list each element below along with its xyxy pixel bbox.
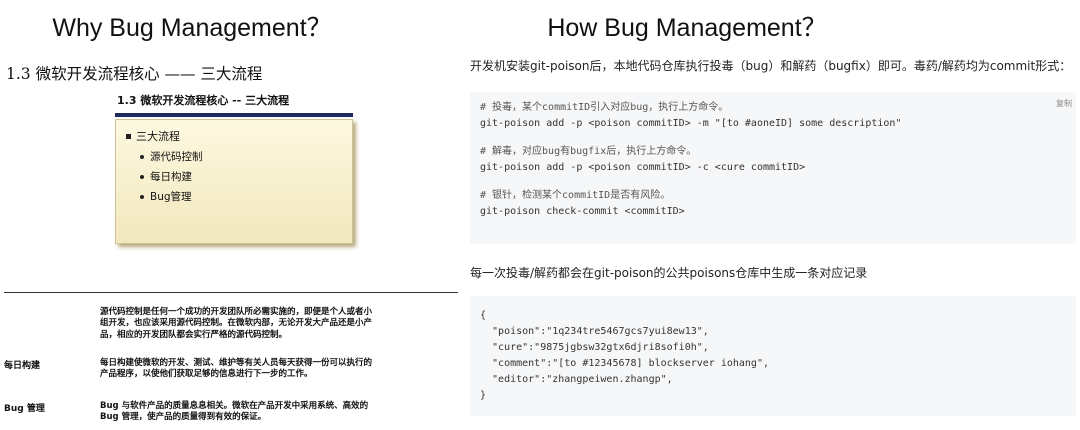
slide-sub-label: 源代码控制 xyxy=(150,151,203,163)
right-panel: How Bug Management？ 开发机安装git-poison后，本地代… xyxy=(462,0,1080,430)
slide-image: 1.3 微软开发流程核心 -- 三大流程 三大流程 源代码控制 每日构建 Bug… xyxy=(115,92,353,250)
code-block-commands[interactable]: 复制 # 投毒，某个commitID引入对应bug，执行上方命令。 git-po… xyxy=(470,92,1076,244)
slide-sub-label: Bug管理 xyxy=(150,191,192,203)
definition-term: 每日构建 xyxy=(4,361,41,371)
intro-text: 开发机安装git-poison后，本地代码仓库执行投毒（bug）和解药（bugf… xyxy=(470,59,1072,73)
dot-bullet-icon xyxy=(140,174,144,179)
json-line: "editor":"zhangpeiwen.zhangp", xyxy=(480,374,673,385)
slide-sub-item: 每日构建 xyxy=(126,169,342,184)
panel-title-how: How Bug Management？ xyxy=(547,14,827,42)
json-line: "comment":"[to #12345678] blockserver io… xyxy=(480,358,769,369)
code-comment: # 银针，检测某个commitID是否有风险。 xyxy=(480,190,671,201)
dot-bullet-icon xyxy=(140,194,144,199)
slide-title-bar xyxy=(115,113,353,117)
copy-button[interactable]: 复制 xyxy=(1056,99,1072,108)
code-block-json[interactable]: { "poison":"1q234tre5467gcs7yui8ew13", "… xyxy=(470,296,1076,416)
json-line: "poison":"1q234tre5467gcs7yui8ew13", xyxy=(480,326,709,337)
json-line: { xyxy=(480,310,487,321)
slide-sub-item: 源代码控制 xyxy=(126,149,342,164)
definition-text: Bug 与软件产品的质量息息相关。微软在产品开发中采用系统、高效的 Bug 管理… xyxy=(100,401,369,423)
slide-sub-item: Bug管理 xyxy=(126,189,342,204)
code-comment: # 解毒，对应bug有bugfix后，执行上方命令。 xyxy=(480,146,697,157)
code-spacer xyxy=(480,176,1066,188)
code-comment: # 投毒，某个commitID引入对应bug，执行上方命令。 xyxy=(480,102,729,113)
definition-term: Bug 管理 xyxy=(4,404,45,414)
record-description: 每一次投毒/解药都会在git-poison的公共poisons仓库中生成一条对应… xyxy=(470,266,868,280)
left-panel: Why Bug Management？ 1.3 微软开发流程核心 —— 三大流程… xyxy=(0,0,460,430)
json-line: "cure":"9875jgbsw32gtx6djri8sofi0h", xyxy=(480,342,709,353)
slide-content-box: 三大流程 源代码控制 每日构建 Bug管理 xyxy=(115,119,353,244)
dot-bullet-icon xyxy=(140,154,144,159)
definition-text: 每日构建使微软的开发、测试、维护等有关人员每天获得一份可以执行的产品程序，以使他… xyxy=(100,358,373,380)
code-line: git-poison add -p <poison commitID> -m "… xyxy=(480,118,902,129)
square-bullet-icon xyxy=(126,133,131,139)
code-spacer xyxy=(480,132,1066,144)
panel-title-why: Why Bug Management？ xyxy=(52,14,332,42)
code-line: git-poison add -p <poison commitID> -c <… xyxy=(480,162,806,173)
section-heading: 1.3 微软开发流程核心 —— 三大流程 xyxy=(6,65,263,83)
json-line: } xyxy=(480,390,487,401)
divider xyxy=(4,292,458,293)
slide-main-item: 三大流程 xyxy=(126,128,342,144)
definition-text: 源代码控制是任何一个成功的开发团队所必需实施的，即便是个人或者小组开发，也应该采… xyxy=(100,307,373,340)
slide-title: 1.3 微软开发流程核心 -- 三大流程 xyxy=(117,94,290,107)
slide-main-label: 三大流程 xyxy=(136,130,180,143)
code-line: git-poison check-commit <commitID> xyxy=(480,206,685,217)
slide-sub-label: 每日构建 xyxy=(150,171,192,183)
